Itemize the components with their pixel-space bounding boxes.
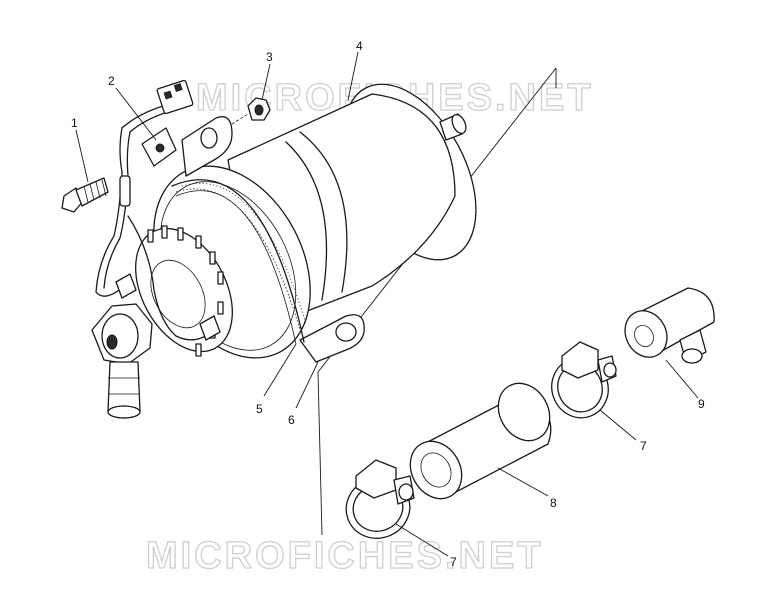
- exploded-view-outline: [317, 67, 557, 536]
- watermark-bottom: MICROFICHES.NET: [146, 535, 544, 577]
- callout-7-upper: 7: [640, 439, 647, 453]
- callout-6: 6: [288, 413, 295, 427]
- mounting-screw: [61, 177, 109, 213]
- callout-3: 3: [266, 50, 273, 64]
- callout-5: 5: [256, 402, 263, 416]
- callout-2: 2: [108, 74, 115, 88]
- callout-9: 9: [698, 397, 705, 411]
- inlet-fitting: [91, 303, 153, 419]
- hose-clamp-lower: [345, 459, 415, 539]
- callout-8: 8: [550, 496, 557, 510]
- lower-mounting-bracket: [299, 314, 365, 363]
- hex-nut: [231, 97, 271, 125]
- fuel-filter-elbow: [624, 287, 715, 364]
- callout-4: 4: [356, 39, 363, 53]
- wiring-harness: [95, 79, 221, 341]
- hose-clamp-upper: [551, 341, 617, 419]
- callout-leaders: [75, 51, 699, 557]
- fuel-hose: [409, 382, 552, 500]
- callout-1: 1: [71, 116, 78, 130]
- rubber-insulator: [171, 179, 305, 345]
- upper-mounting-bracket: [181, 116, 233, 177]
- callout-7-lower: 7: [450, 555, 457, 569]
